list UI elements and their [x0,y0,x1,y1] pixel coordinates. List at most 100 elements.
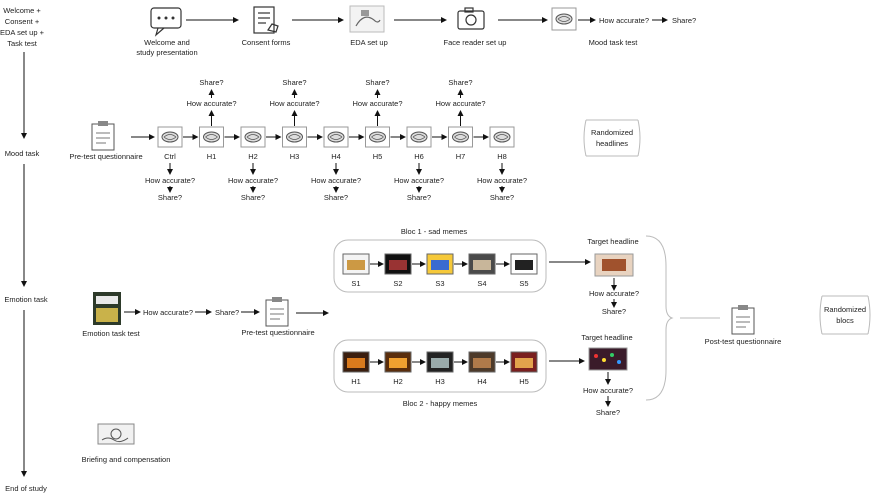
mood-share: Share? [199,78,223,87]
randomized-blocs-line-2: blocs [836,316,854,325]
timeline-start-line-1: Welcome + [3,6,41,15]
timeline-mood-task: Mood task [5,149,40,158]
meme-s4: S4 [469,254,495,288]
meme-label: H5 [519,377,529,386]
post-test: Post-test questionnaire [705,337,782,346]
camera-icon [458,8,484,29]
meme-h3: H3 [427,352,453,386]
meme-label: S1 [351,279,360,288]
mood-how-accurate: How accurate? [352,99,402,108]
chat-bubble-icon [151,8,181,35]
target2-how-accurate: How accurate? [583,386,633,395]
meme-label: S4 [477,279,486,288]
mood-share: Share? [365,78,389,87]
mood-item-label: H8 [497,152,507,161]
setup-share: Share? [672,16,696,25]
mood-share: Share? [158,193,182,202]
meme-label: H2 [393,377,403,386]
setup-eda: EDA set up [350,38,388,47]
mood-stimulus-h3: H3 [283,127,307,161]
meme-label: S3 [435,279,444,288]
mood-item-label: H5 [373,152,383,161]
meme-s1: S1 [343,254,369,288]
meme-h5: H5 [511,352,537,386]
bloc2-memes: H1H2 H3 H4 H5 [343,352,537,386]
setup-mood-test: Mood task test [589,38,639,47]
mood-how-accurate: How accurate? [477,176,527,185]
mood-pretest: Pre-test questionnaire [69,152,142,161]
timeline: Welcome + Consent + EDA set up + Task te… [0,6,48,493]
mood-share: Share? [407,193,431,202]
mood-how-accurate: How accurate? [269,99,319,108]
handshake-money-icon [98,424,134,444]
mood-task-row: Pre-test questionnaire Randomized headli… [69,78,640,202]
clipboard-icon [92,121,114,150]
emotion-pretest: Pre-test questionnaire [241,328,314,337]
meme-s3: S3 [427,254,453,288]
bloc1-title: Bloc 1 - sad memes [401,227,468,236]
setup-how-accurate: How accurate? [599,16,649,25]
mood-item-label: H4 [331,152,341,161]
mood-how-accurate: How accurate? [311,176,361,185]
mood-test-stimulus-icon [552,8,576,30]
bloc2-title: Bloc 2 - happy memes [403,399,478,408]
mood-share: Share? [490,193,514,202]
setup-face-reader: Face reader set up [444,38,507,47]
meme-label: H4 [477,377,487,386]
consent-form-icon [254,7,278,33]
mood-share: Share? [241,193,265,202]
meme-s5: S5 [511,254,537,288]
mood-item-label: Ctrl [164,152,176,161]
mood-stimulus-ctrl: Ctrl [158,127,182,161]
timeline-start-line-2: Consent + [5,17,40,26]
mood-how-accurate: How accurate? [228,176,278,185]
mood-share: Share? [324,193,348,202]
randomized-headlines-line-2: headlines [596,139,628,148]
setup-welcome-line-2: study presentation [136,48,197,57]
emotion-test: Emotion task test [82,329,140,338]
mood-item-label: H6 [414,152,424,161]
target-headline-2-label: Target headline [581,333,632,342]
briefing: Briefing and compensation [82,424,171,464]
emotion-test-image [93,292,121,325]
meme-h2: H2 [385,352,411,386]
mood-item-label: H2 [248,152,258,161]
target2-share: Share? [596,408,620,417]
mood-stimulus-h2: H2 [241,127,265,161]
mood-stimulus-h6: H6 [407,127,431,161]
timeline-end: End of study [5,484,47,493]
meme-h1: H1 [343,352,369,386]
mood-how-accurate: How accurate? [394,176,444,185]
timeline-emotion-task: Emotion task [4,295,48,304]
randomized-blocs-box: Randomized blocs [820,296,870,334]
mood-share: Share? [448,78,472,87]
mood-how-accurate: How accurate? [186,99,236,108]
mood-item-label: H7 [456,152,466,161]
randomized-headlines-box: Randomized headlines [584,120,640,156]
briefing-label: Briefing and compensation [82,455,171,464]
randomized-headlines-line-1: Randomized [591,128,633,137]
meme-label: S5 [519,279,528,288]
target1-share: Share? [602,307,626,316]
mood-stimulus-h5: H5 [366,127,390,161]
timeline-start-line-4: Task test [7,39,38,48]
target-headline-1-image [595,254,633,276]
mood-stimulus-h8: H8 [490,127,514,161]
meme-h4: H4 [469,352,495,386]
emotion-how-accurate: How accurate? [143,308,193,317]
timeline-start-line-3: EDA set up + [0,28,45,37]
eda-sensor-icon [350,6,384,32]
bloc1-memes: S1 S2 S3 S4 S5 [343,254,537,288]
mood-item-label: H1 [207,152,217,161]
mood-stimulus-h1: H1 [200,127,224,161]
emotion-share: Share? [215,308,239,317]
randomized-blocs-line-1: Randomized [824,305,866,314]
mood-share: Share? [282,78,306,87]
meme-label: S2 [393,279,402,288]
target1-how-accurate: How accurate? [589,289,639,298]
mood-stimulus-h4: H4 [324,127,348,161]
setup-welcome-line-1: Welcome and [144,38,190,47]
target-headline-2-image [589,348,627,370]
target-headline-1-label: Target headline [587,237,638,246]
meme-label: H3 [435,377,445,386]
